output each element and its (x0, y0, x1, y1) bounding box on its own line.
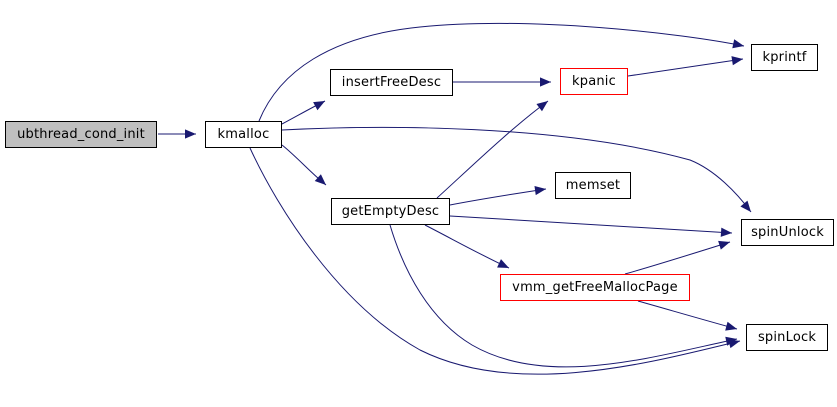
graph-node-label: kprintf (762, 50, 807, 65)
graph-edge-arrowhead-kmalloc-kprintf (732, 39, 744, 49)
graph-edge-arrowhead-ubthread_cond_init-kmalloc (185, 129, 196, 139)
graph-edge-kmalloc-spinUnlock (281, 126, 752, 213)
graph-node-label: kmalloc (217, 127, 270, 142)
graph-edge-kmalloc-kprintf (258, 22, 745, 122)
graph-node-spinLock[interactable]: spinLock (746, 324, 828, 351)
graph-edge-arrowhead-vmmpage-spinUnlock (718, 240, 730, 250)
graph-node-insertFreeDesc[interactable]: insertFreeDesc (330, 69, 453, 96)
graph-node-label: kpanic (572, 74, 616, 89)
graph-edge-arrowhead-getEmptyDesc-kpanic (536, 101, 548, 112)
graph-edge-arrowhead-kmalloc-insertFreeDesc (313, 101, 325, 111)
graph-edge-getEmptyDesc-memset (449, 188, 547, 206)
graph-edge-arrowhead-getEmptyDesc-spinLock (725, 336, 737, 346)
graph-node-getEmptyDesc[interactable]: getEmptyDesc (331, 198, 450, 225)
graph-node-spinUnlock[interactable]: spinUnlock (741, 219, 834, 246)
graph-edge-vmmpage-spinLock (637, 300, 738, 330)
graph-edge-kpanic-kprintf (627, 58, 744, 77)
graph-node-label: insertFreeDesc (341, 75, 442, 90)
graph-node-kpanic[interactable]: kpanic (560, 68, 628, 95)
graph-node-kprintf[interactable]: kprintf (751, 44, 818, 71)
graph-edge-arrowhead-getEmptyDesc-spinUnlock (720, 227, 732, 237)
graph-edge-arrowhead-kpanic-kprintf (731, 56, 743, 66)
graph-node-label: spinUnlock (751, 225, 824, 240)
graph-edge-getEmptyDesc-vmmpage (424, 224, 510, 269)
graph-edge-arrowhead-getEmptyDesc-memset (534, 185, 546, 196)
graph-edge-kmalloc-spinLock (249, 147, 741, 375)
graph-edge-getEmptyDesc-kpanic (436, 100, 549, 199)
graph-node-label: memset (565, 178, 621, 193)
graph-edge-arrowhead-getEmptyDesc-vmmpage (497, 259, 509, 268)
graph-edge-arrowhead-kmalloc-spinUnlock (740, 200, 751, 212)
graph-edge-arrowhead-insertFreeDesc-kpanic (540, 77, 551, 87)
graph-node-label: ubthread_cond_init (17, 127, 145, 142)
graph-edge-arrowhead-kmalloc-getEmptyDesc (314, 174, 326, 185)
graph-edge-vmmpage-spinUnlock (624, 241, 731, 275)
graph-node-vmm_getFreeMallocPage[interactable]: vmm_getFreeMallocPage (500, 274, 690, 301)
graph-edge-getEmptyDesc-spinLock (389, 224, 738, 368)
graph-edge-getEmptyDesc-spinUnlock (449, 215, 733, 234)
graph-node-label: spinLock (757, 330, 817, 345)
graph-node-memset[interactable]: memset (555, 172, 631, 199)
graph-node-ubthread_cond_init[interactable]: ubthread_cond_init (5, 121, 157, 148)
graph-node-label: getEmptyDesc (341, 204, 440, 219)
graph-node-label: vmm_getFreeMallocPage (512, 280, 678, 295)
graph-edge-arrowhead-vmmpage-spinLock (725, 321, 737, 331)
graph-node-kmalloc[interactable]: kmalloc (205, 121, 282, 148)
